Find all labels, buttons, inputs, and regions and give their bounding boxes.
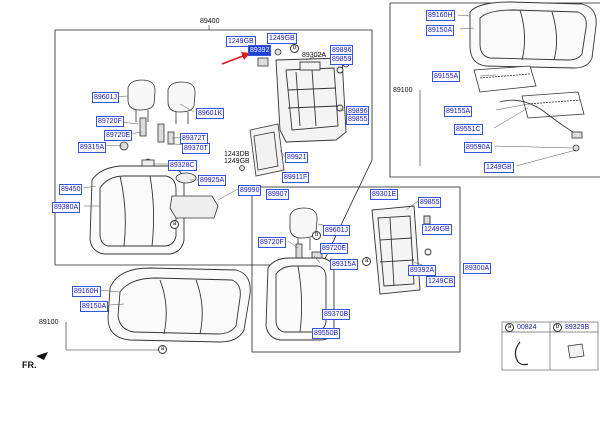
label-89925a[interactable]: 89925A <box>198 175 227 186</box>
label-89855-r[interactable]: 89855 <box>418 197 442 208</box>
front-direction-label: FR. <box>22 360 37 370</box>
label-89302a: 89302A <box>302 52 327 59</box>
label-inset-89160h[interactable]: 89160H <box>426 10 455 21</box>
legend-table <box>501 321 599 371</box>
callout-b-right: b <box>312 231 321 240</box>
cushion-frame-left <box>389 3 600 178</box>
label-inset-89551c[interactable]: 89551C <box>454 124 483 135</box>
label-1249gb-r[interactable]: 1249GB <box>422 224 452 235</box>
label-89855-top[interactable]: 89855 <box>346 114 370 125</box>
label-89370b[interactable]: 89370B <box>322 309 351 320</box>
cushion-art <box>107 267 251 343</box>
label-89301e[interactable]: 89301E <box>370 189 399 200</box>
leader-lines <box>82 14 577 336</box>
label-inset-89150a[interactable]: 89150A <box>426 25 455 36</box>
label-89601j-r[interactable]: 89601J <box>323 225 350 236</box>
label-89400: 89400 <box>200 18 220 25</box>
red-arrow <box>221 52 250 65</box>
inset-mat-art <box>473 65 585 152</box>
label-1249gb-a[interactable]: 1249GB <box>226 36 256 47</box>
label-inset-1249gb[interactable]: 1249GB <box>484 162 514 173</box>
label-89392-highlighted[interactable]: 89392 <box>248 45 272 56</box>
label-89859[interactable]: 89859 <box>330 54 354 65</box>
label-89990[interactable]: 89990 <box>238 185 262 196</box>
label-89921[interactable]: 89921 <box>285 152 309 163</box>
right-back-frame <box>251 186 461 353</box>
headrest-left-art <box>127 79 196 124</box>
label-1249gb-c: 1249GB <box>224 158 250 165</box>
left-seatback-art <box>89 165 185 255</box>
inset-cushion-art <box>469 1 597 69</box>
label-89550b[interactable]: 89550B <box>312 328 341 339</box>
pad-icon <box>567 343 585 359</box>
label-89315a-r[interactable]: 89315A <box>330 259 359 270</box>
clip-icon <box>514 341 529 366</box>
label-89720e[interactable]: 89720E <box>104 130 133 141</box>
seatback-frame-art <box>275 57 347 143</box>
label-89601k[interactable]: 89601K <box>196 108 225 119</box>
label-89150a[interactable]: 89150A <box>80 301 109 312</box>
label-inset-89155a-b[interactable]: 89155A <box>444 106 473 117</box>
label-1249cb[interactable]: 1249CB <box>426 276 456 287</box>
label-89100: 89100 <box>39 319 59 326</box>
label-1249gb-b[interactable]: 1249GB <box>267 33 297 44</box>
label-inset-89590a[interactable]: 89590A <box>464 142 493 153</box>
label-89601j[interactable]: 89601J <box>92 92 119 103</box>
label-89911f[interactable]: 89911F <box>282 172 310 183</box>
label-89380a[interactable]: 89380A <box>52 202 81 213</box>
callout-b: b <box>290 44 299 53</box>
label-89907[interactable]: 89907 <box>266 189 290 200</box>
callout-a-right: a <box>362 257 371 266</box>
right-seatback-art <box>265 257 335 341</box>
label-89370t[interactable]: 89370T <box>182 143 210 154</box>
callout-a-main: a <box>170 220 179 229</box>
label-inset-89100: 89100 <box>393 87 413 94</box>
guide-pins-art <box>119 117 175 166</box>
middle-panel-art <box>249 123 285 177</box>
label-inset-89155a[interactable]: 89155A <box>432 71 461 82</box>
legend-b-letter: b <box>553 323 562 332</box>
label-89720e-r[interactable]: 89720E <box>320 243 349 254</box>
label-89328c[interactable]: 89328C <box>168 160 197 171</box>
label-1243db: 1243DB <box>224 151 250 158</box>
label-89160h[interactable]: 89160H <box>72 286 101 297</box>
label-89720f-r[interactable]: 89720F <box>258 237 286 248</box>
label-89300a[interactable]: 89300A <box>463 263 492 274</box>
legend-a-letter: a <box>505 323 514 332</box>
callout-a-cushion: a <box>158 345 167 354</box>
label-89315a[interactable]: 89315A <box>78 142 107 153</box>
armrest-art <box>141 159 219 219</box>
fr-arrow-icon <box>36 352 48 360</box>
legend-b-code[interactable]: 89329B <box>565 324 590 331</box>
label-89450[interactable]: 89450 <box>59 184 83 195</box>
right-frame-art <box>371 205 432 295</box>
label-89720f[interactable]: 89720F <box>96 116 124 127</box>
legend-a-code[interactable]: 00824 <box>517 324 537 331</box>
label-89392a[interactable]: 89392A <box>408 265 437 276</box>
main-frame <box>54 29 373 266</box>
